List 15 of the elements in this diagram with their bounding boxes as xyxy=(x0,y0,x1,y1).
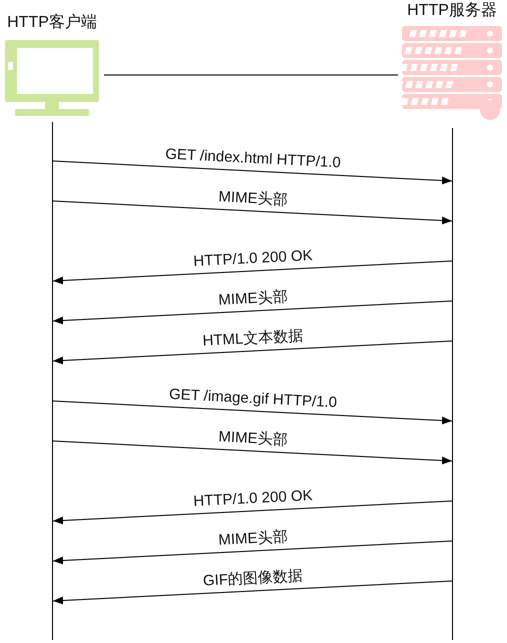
message-arrow xyxy=(52,580,452,604)
message-arrow xyxy=(52,300,452,324)
lifeline xyxy=(452,128,453,640)
message-arrow xyxy=(52,540,452,564)
message-arrow xyxy=(52,260,452,284)
lifeline-title: HTTP客户端 xyxy=(7,12,97,33)
message-arrow xyxy=(52,340,452,364)
message-arrow xyxy=(52,160,452,184)
connector-line xyxy=(104,74,398,76)
message-arrow xyxy=(52,400,452,424)
lifeline-title: HTTP服务器 xyxy=(407,1,497,21)
message-arrow xyxy=(52,500,452,524)
message-arrow xyxy=(52,440,452,464)
lifeline xyxy=(52,122,53,640)
message-arrow xyxy=(52,200,452,224)
